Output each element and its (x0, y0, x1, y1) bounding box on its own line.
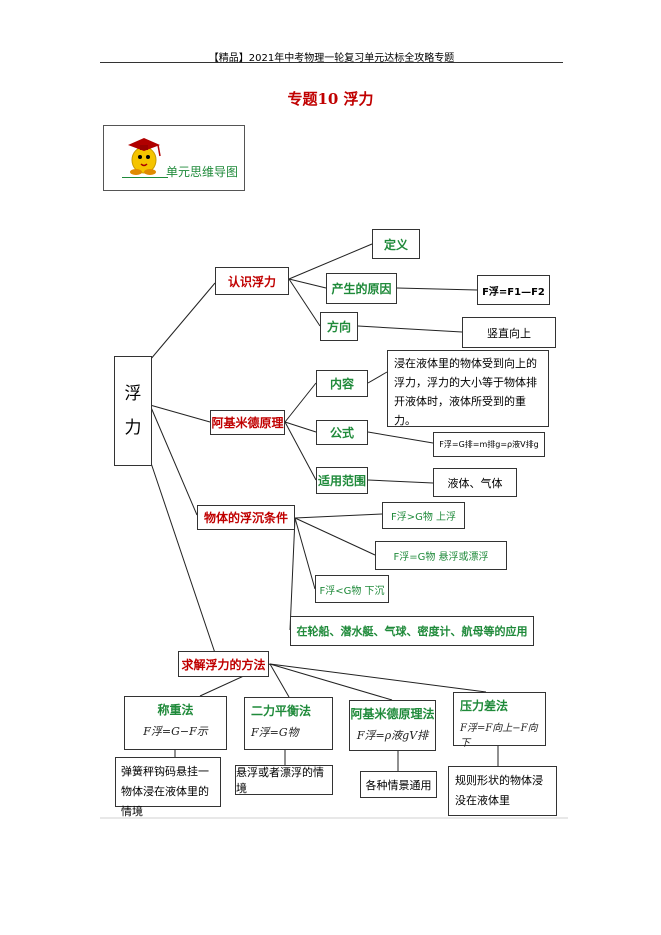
node-definition: 定义 (372, 229, 420, 259)
method-balance-formula: F浮=G物 (251, 726, 299, 739)
float-sink-application: 在轮船、潜水艇、气球、密度计、航母等的应用 (290, 616, 534, 646)
method-weighing-title: 称重法 (157, 703, 194, 717)
method-pressure-title: 压力差法 (460, 699, 509, 713)
logo-label: 单元思维导图 (166, 165, 239, 179)
node-cause: 产生的原因 (326, 273, 397, 304)
header-divider (100, 62, 563, 63)
root-char-1: 浮 (124, 384, 142, 404)
bottom-divider (100, 817, 568, 819)
branch-methods: 求解浮力的方法 (178, 651, 269, 677)
archimedes-content-text: 浸在液体里的物体受到向上的浮力，浮力的大小等于物体排开液体时，液体所受到的重力。 (387, 350, 549, 427)
node-scope: 适用范围 (316, 467, 368, 494)
direction-value: 竖直向上 (462, 317, 556, 348)
mindmap-logo: 单元思维导图 (103, 125, 245, 191)
method-balance-use: 悬浮或者漂浮的情境 (235, 765, 333, 795)
condition-suspend: F浮=G物 悬浮或漂浮 (375, 541, 507, 570)
method-pressure-use: 规则形状的物体浸没在液体里 (448, 766, 557, 816)
page-title: 专题10 浮力 (287, 90, 374, 108)
method-weighing: 称重法 F浮=G−F示 (124, 696, 227, 750)
method-archimedes-title: 阿基米德原理法 (350, 707, 435, 721)
node-formula: 公式 (316, 420, 368, 445)
logo-underline (122, 177, 168, 178)
cause-formula: F浮=F1—F2 (477, 275, 550, 305)
condition-sink: F浮<G物 下沉 (315, 575, 389, 603)
root-node: 浮 力 (114, 356, 152, 466)
method-balance: 二力平衡法 F浮=G物 (244, 697, 333, 750)
page-header: 【精品】2021年中考物理一轮复习单元达标全攻略专题 (208, 53, 455, 64)
cartoon-student-icon (128, 138, 161, 175)
method-balance-title: 二力平衡法 (251, 704, 312, 718)
method-weighing-formula: F浮=G−F示 (143, 725, 208, 738)
method-archimedes-formula: F浮=ρ液gV排 (356, 729, 429, 742)
method-archimedes-use: 各种情景通用 (360, 771, 437, 798)
node-direction: 方向 (320, 312, 358, 341)
archimedes-scope: 液体、气体 (433, 468, 517, 497)
method-archimedes: 阿基米德原理法 F浮=ρ液gV排 (349, 700, 436, 751)
method-pressure-difference: 压力差法 F浮=F向上−F向下 (453, 692, 546, 749)
method-pressure-formula: F浮=F向上−F向下 (460, 723, 538, 749)
branch-archimedes: 阿基米德原理 (210, 410, 285, 435)
archimedes-formula: F浮=G排=m排g=ρ液V排g (433, 432, 545, 457)
condition-rise: F浮>G物 上浮 (382, 502, 465, 529)
root-char-2: 力 (124, 418, 142, 438)
branch-recognize-buoyancy: 认识浮力 (215, 267, 289, 295)
branch-float-sink: 物体的浮沉条件 (197, 505, 295, 530)
method-weighing-use: 弹簧秤钩码悬挂一物体浸在液体里的情境 (115, 757, 221, 818)
node-content: 内容 (316, 370, 368, 397)
